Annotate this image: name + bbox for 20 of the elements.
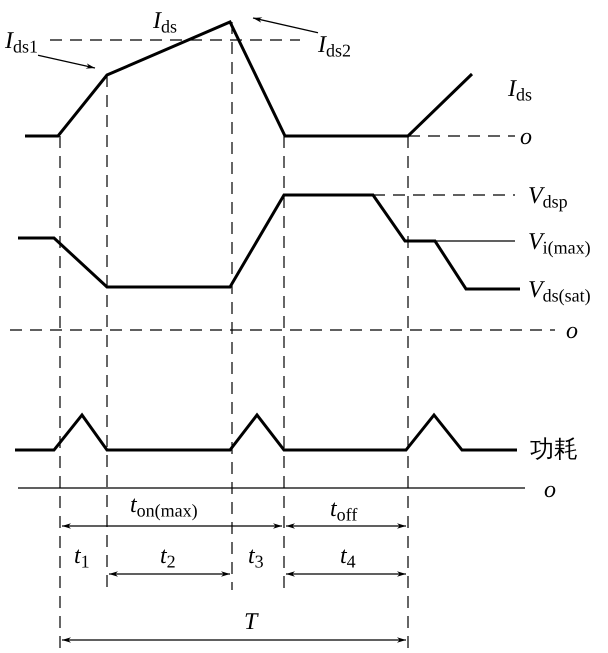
leader-line <box>252 17 318 34</box>
waveform-label: 功耗 <box>530 438 578 462</box>
leader-line <box>38 54 96 69</box>
current-label: I$_{ds1}$ <box>5 28 38 56</box>
voltage-level-label: V$_{ds(sat)}$ <box>528 278 591 304</box>
time-interval-label: t$_{2}$ <box>160 544 176 570</box>
voltage-level-label: V$_{i(max)}$ <box>528 230 591 256</box>
time-interval-label: t$_{1}$ <box>74 544 90 570</box>
voltage-level-label: V$_{dsp}$ <box>528 184 568 210</box>
waveform-label: I$_{ds}$ <box>508 76 532 104</box>
current-label: I$_{ds2}$ <box>318 32 352 60</box>
time-interval-label: t$_{4}$ <box>340 544 356 570</box>
time-interval-label: t$_{on(max)}$ <box>130 492 198 520</box>
time-interval-label: t$_{3}$ <box>248 544 264 570</box>
time-interval-label: T <box>244 610 258 634</box>
axis-origin-label: o <box>566 319 578 343</box>
time-interval-label: t$_{off}$ <box>330 496 358 524</box>
axis-origin-label: o <box>544 478 556 502</box>
waveform-label: I$_{ds}$ <box>153 8 178 36</box>
axis-origin-label: o <box>520 125 532 149</box>
